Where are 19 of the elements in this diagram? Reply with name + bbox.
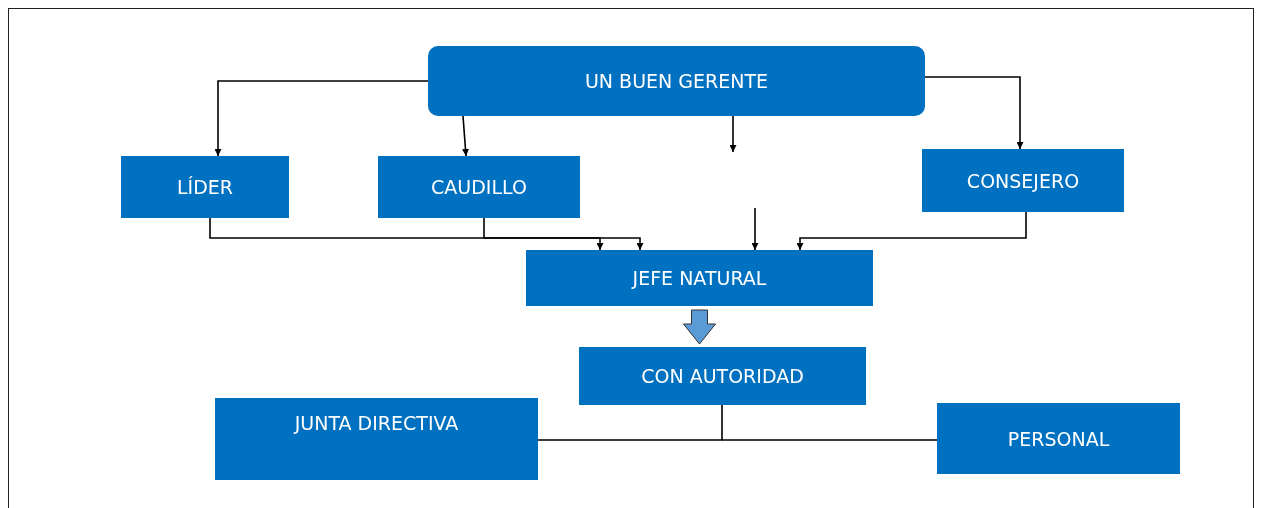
arrow: [924, 76, 1024, 150]
process-box: LÍDER: [121, 156, 289, 218]
arrow: [729, 115, 737, 153]
process-box: JUNTA DIRECTIVA: [215, 398, 538, 480]
process-box: CON AUTORIDAD: [579, 347, 866, 405]
arrow: [462, 115, 469, 157]
process-box: UN BUEN GERENTE: [428, 46, 925, 116]
process-box: CAUDILLO: [378, 156, 580, 218]
connector-line: [721, 439, 938, 441]
block-arrow: [683, 309, 716, 345]
arrow: [209, 217, 604, 251]
connector-line: [537, 404, 723, 441]
arrow: [796, 211, 1027, 251]
process-box: CONSEJERO: [922, 149, 1124, 212]
arrow: [214, 80, 429, 157]
process-box: JEFE NATURAL: [526, 250, 873, 306]
process-box: PERSONAL: [937, 403, 1180, 474]
arrow: [483, 217, 644, 251]
arrow: [751, 207, 759, 251]
